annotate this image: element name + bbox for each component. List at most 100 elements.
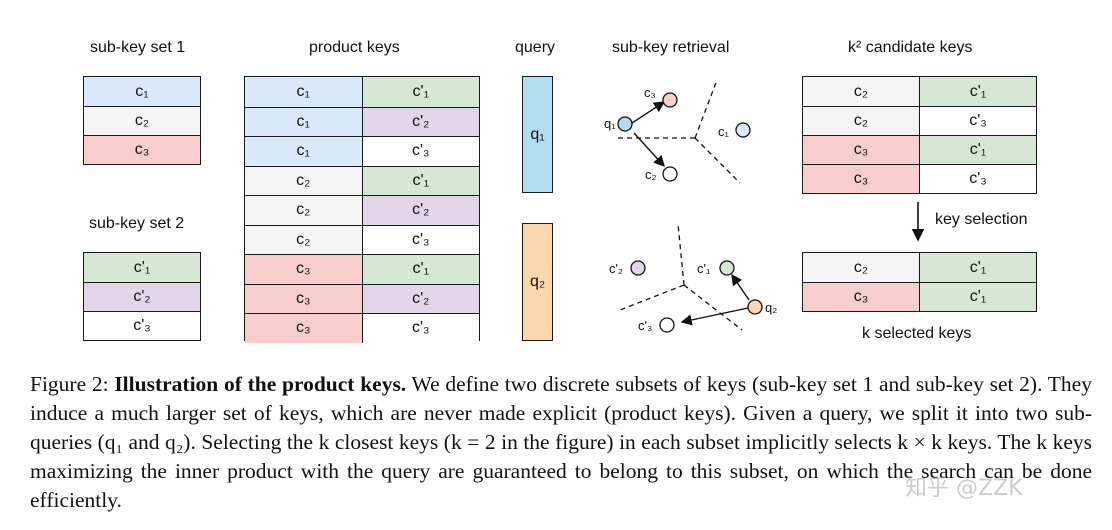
table-cell: c₂ [803, 253, 919, 282]
table-cell: c'₁ [919, 77, 1036, 106]
table-cell: c'₁ [361, 255, 479, 284]
table-cell: c₁ [245, 137, 362, 166]
table-cell: c₃ [803, 136, 919, 164]
table-cell: c₂ [245, 225, 362, 254]
subkey-cell: c₁ [135, 82, 149, 100]
c2-node-icon [662, 166, 678, 182]
query-q1-box: q₁ [522, 76, 553, 193]
table-cell: c₃ [245, 284, 362, 313]
q1-node-icon [617, 116, 633, 132]
table-cell: c₃ [245, 255, 362, 284]
subkey-row: c₁ [84, 77, 200, 106]
subkey-set-1-header: sub-key set 1 [90, 39, 186, 56]
voronoi-boundary-bottom [619, 223, 743, 331]
table-cell: c'₂ [361, 196, 479, 225]
table-cell: c'₃ [361, 314, 479, 343]
retrieval-label-c1prime: c'₁ [697, 261, 711, 276]
k-selected-keys-label: k selected keys [862, 325, 972, 342]
subkey-set-2-table: c'₁ c'₂ c'₃ [83, 252, 201, 341]
retrieval-label-c3prime: c'₃ [638, 318, 653, 333]
table-cell: c'₁ [919, 136, 1036, 164]
c2prime-node-icon [630, 260, 646, 276]
table-cell: c'₃ [919, 165, 1036, 193]
table-cell: c₃ [803, 165, 919, 193]
subkey-cell: c₃ [134, 141, 150, 158]
key-selection-label: key selection [935, 211, 1028, 228]
table-cell: c'₂ [361, 107, 479, 136]
table-cell: c'₁ [361, 166, 479, 195]
arrow-q1-c2 [633, 132, 665, 168]
arrow-q2-c3prime [680, 307, 749, 326]
table-cell: c₂ [803, 77, 919, 106]
arrow-q2-c1prime [731, 273, 750, 301]
table-cell: c'₃ [361, 137, 479, 166]
c3prime-node-icon [659, 317, 675, 333]
subkey-row: c₂ [84, 106, 200, 135]
retrieval-label-q2: q₂ [765, 300, 778, 315]
subkey-cell: c'₂ [133, 288, 151, 305]
table-cell: c'₂ [361, 284, 479, 313]
watermark: 知乎 @ZZK [905, 476, 1023, 501]
table-cell: c'₃ [919, 107, 1036, 135]
table-cell: c'₁ [919, 253, 1036, 282]
c3-node-icon [662, 92, 678, 108]
subkey-set-2-header: sub-key set 2 [89, 215, 185, 232]
table-cell: c₃ [803, 283, 919, 311]
subkey-cell: c'₁ [133, 258, 151, 276]
table-cell: c₂ [245, 166, 362, 195]
retrieval-label-c2: c₂ [645, 167, 657, 182]
table-cell: c₃ [245, 314, 362, 343]
subkey-cell: c₂ [134, 112, 150, 129]
product-keys-header: product keys [309, 39, 400, 56]
caption-prefix: Figure 2: [30, 372, 115, 396]
table-cell: c₁ [245, 77, 362, 107]
table-cell: c₂ [245, 196, 362, 225]
subkey-retrieval-diagram [617, 79, 925, 333]
subkey-cell: c'₃ [133, 317, 151, 334]
subkey-retrieval-header: sub-key retrieval [612, 39, 730, 56]
subkey-row: c'₁ [84, 253, 200, 282]
subkey-row: c₃ [84, 135, 200, 164]
retrieval-label-c1: c₁ [718, 124, 729, 139]
figure-caption: Figure 2: Illustration of the product ke… [30, 370, 1092, 515]
c1prime-node-icon [719, 260, 735, 276]
table-cell: c₂ [803, 107, 919, 135]
subkey-set-1-table: c₁ c₂ c₃ [83, 76, 201, 165]
table-cell: c'₁ [361, 77, 479, 107]
c1-node-icon [735, 122, 751, 138]
q2-node-icon [747, 299, 763, 315]
table-cell: c'₃ [361, 225, 479, 254]
caption-body: We define two discrete subsets of keys (… [30, 372, 1092, 512]
retrieval-label-q1: q₁ [604, 116, 616, 131]
query-q2-box: q₂ [522, 223, 553, 341]
arrow-q1-c3 [631, 101, 666, 124]
caption-title: Illustration of the product keys. [114, 372, 407, 396]
k2-candidate-keys-header: k² candidate keys [848, 39, 973, 56]
subkey-row: c'₃ [84, 311, 200, 340]
table-cell: c'₁ [919, 283, 1036, 311]
retrieval-label-c2prime: c'₂ [609, 261, 624, 276]
table-cell: c₁ [245, 107, 362, 136]
subkey-row: c'₂ [84, 282, 200, 311]
query-header: query [515, 39, 556, 56]
retrieval-label-c3: c₃ [644, 85, 656, 100]
voronoi-boundary-top [618, 79, 741, 184]
